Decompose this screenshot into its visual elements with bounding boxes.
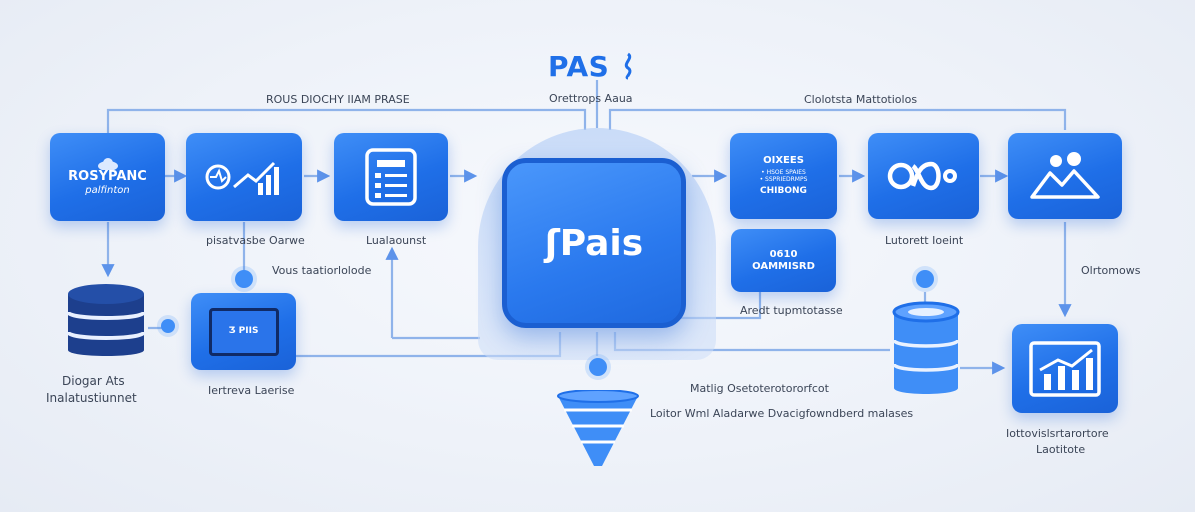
label-lutorett: Lutorett Ioeint: [885, 234, 964, 247]
node-bullets: • HSOE SPAIES • SSPRIEDRMPS: [759, 168, 808, 183]
cloud-icon: [97, 157, 118, 170]
label-top-left: ROUS DIOCHY IIAM PRASE: [266, 93, 410, 106]
connector-dot: [589, 358, 607, 376]
node-oixees[interactable]: OIXEES • HSOE SPAIES • SSPRIEDRMPS CHIBO…: [730, 133, 837, 219]
db-left-label-1: Diogar Ats: [62, 374, 125, 388]
label-olrtomows: Olrtomows: [1081, 264, 1141, 277]
logo-text: PAS: [548, 50, 610, 83]
label-bottom-1: Matlig Osetoterotororfcot: [690, 382, 829, 395]
label-bottom-2: Loitor Wml Aladarwe Dvacigfowndberd mala…: [650, 407, 914, 420]
connector-dot: [916, 270, 934, 288]
database-stack-icon: [892, 301, 960, 394]
node-subtitle: OAMMISRD: [752, 260, 815, 272]
central-pais-node[interactable]: ʃPais: [502, 158, 686, 328]
node-report[interactable]: [334, 133, 448, 221]
node-oammisrd[interactable]: 0610 OAMMISRD: [731, 229, 836, 292]
landscape-image-icon: [1030, 152, 1100, 199]
screen-text: Ʒ PIIS: [228, 326, 259, 337]
node-rosypanc[interactable]: ROSYPANC palfinton: [50, 133, 165, 221]
db-left-label-2: Inalatustiunnet: [46, 391, 137, 405]
connector-dot: [235, 270, 253, 288]
node-trend[interactable]: [186, 133, 302, 221]
report-icon: [365, 148, 417, 206]
node-landscape[interactable]: [1008, 133, 1122, 219]
trend-chart-icon: [205, 161, 279, 195]
label-lualaounst: Lualaounst: [366, 234, 427, 247]
database-icon: [66, 284, 146, 356]
label-top-center: Orettrops Aaua: [549, 92, 633, 105]
node-title: OIXEES: [763, 155, 804, 167]
bar-chart-icon: [1029, 340, 1101, 397]
node-subtitle: palfinton: [85, 184, 130, 196]
node-title: ROSYPANC: [68, 168, 147, 184]
label-vous: Vous taatiorlolode: [272, 264, 372, 277]
logo-swirl-icon: [624, 52, 631, 80]
node-title: 0610: [769, 249, 798, 260]
pas-logo: PAS: [548, 50, 636, 83]
node-bar-chart[interactable]: [1012, 324, 1118, 413]
funnel-icon: [557, 390, 639, 466]
label-br-1: Iottovislsrtarortore: [1006, 427, 1109, 440]
label-pisatvasbe: pisatvasbe Oarwe: [206, 234, 305, 247]
label-br-2: Laotitote: [1036, 443, 1086, 456]
node-infinity[interactable]: [868, 133, 979, 219]
label-lower-left: Iertreva Laerise: [208, 384, 295, 397]
central-title: ʃPais: [544, 222, 644, 264]
node-pis[interactable]: Ʒ PIIS: [191, 293, 296, 370]
screen-icon: Ʒ PIIS: [208, 307, 279, 356]
label-top-right: Clolotsta Mattotiolos: [804, 93, 918, 106]
infinity-icon: [887, 161, 957, 191]
node-footer: CHIBONG: [760, 186, 807, 197]
label-aredt: Aredt tupmtotasse: [740, 304, 843, 317]
connector-dot: [161, 319, 175, 333]
